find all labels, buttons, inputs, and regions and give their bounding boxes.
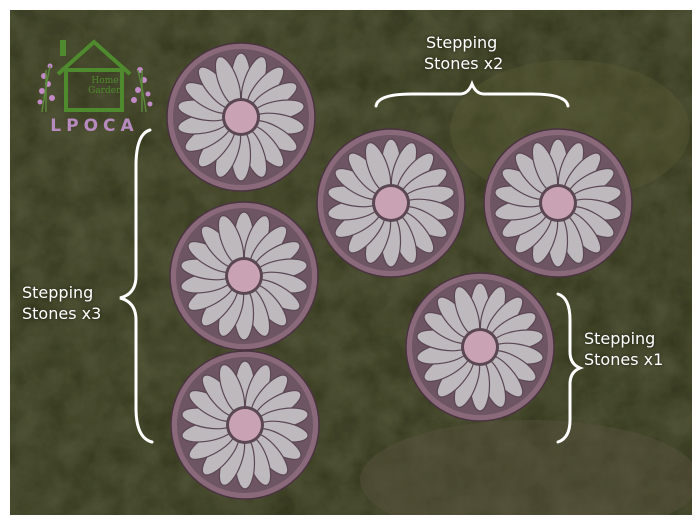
logo-caption: Home Garden xyxy=(80,76,130,96)
label-stones-x2: Stepping Stones x2 xyxy=(424,32,503,74)
stepping-stone-2 xyxy=(169,201,319,351)
daisy-pattern-icon xyxy=(169,201,319,351)
stepping-stone-6 xyxy=(405,272,555,422)
label-stones-x3: Stepping Stones x3 xyxy=(22,282,101,324)
stepping-stone-4 xyxy=(316,128,466,278)
label-stones-x1-line1: Stepping xyxy=(584,329,656,348)
label-stones-x3-line2: Stones x3 xyxy=(22,304,102,323)
stepping-stone-5 xyxy=(483,128,633,278)
daisy-pattern-icon xyxy=(316,128,466,278)
brace-right xyxy=(556,292,584,444)
label-stones-x2-line1: Stepping xyxy=(426,33,498,52)
label-stones-x1-line2: Stones x1 xyxy=(584,350,664,369)
daisy-pattern-icon xyxy=(166,42,316,192)
stepping-stone-1 xyxy=(166,42,316,192)
brace-top xyxy=(374,80,570,108)
daisy-pattern-icon xyxy=(405,272,555,422)
daisy-pattern-icon xyxy=(483,128,633,278)
brace-left xyxy=(119,128,154,444)
daisy-pattern-icon xyxy=(170,350,320,500)
home-garden-logo: Home Garden LPOCA xyxy=(32,36,157,146)
label-stones-x3-line1: Stepping xyxy=(22,283,94,302)
label-stones-x2-line2: Stones x2 xyxy=(424,54,504,73)
house-with-lavender-icon xyxy=(37,39,153,113)
brand-name: LPOCA xyxy=(50,116,139,136)
label-stones-x1: Stepping Stones x1 xyxy=(584,328,663,370)
logo-line-garden: Garden xyxy=(88,86,122,96)
garden-scene: Home Garden LPOCA Stepping Stones x2 Ste… xyxy=(10,10,692,515)
stepping-stone-3 xyxy=(170,350,320,500)
logo-line-home: Home xyxy=(91,76,119,86)
